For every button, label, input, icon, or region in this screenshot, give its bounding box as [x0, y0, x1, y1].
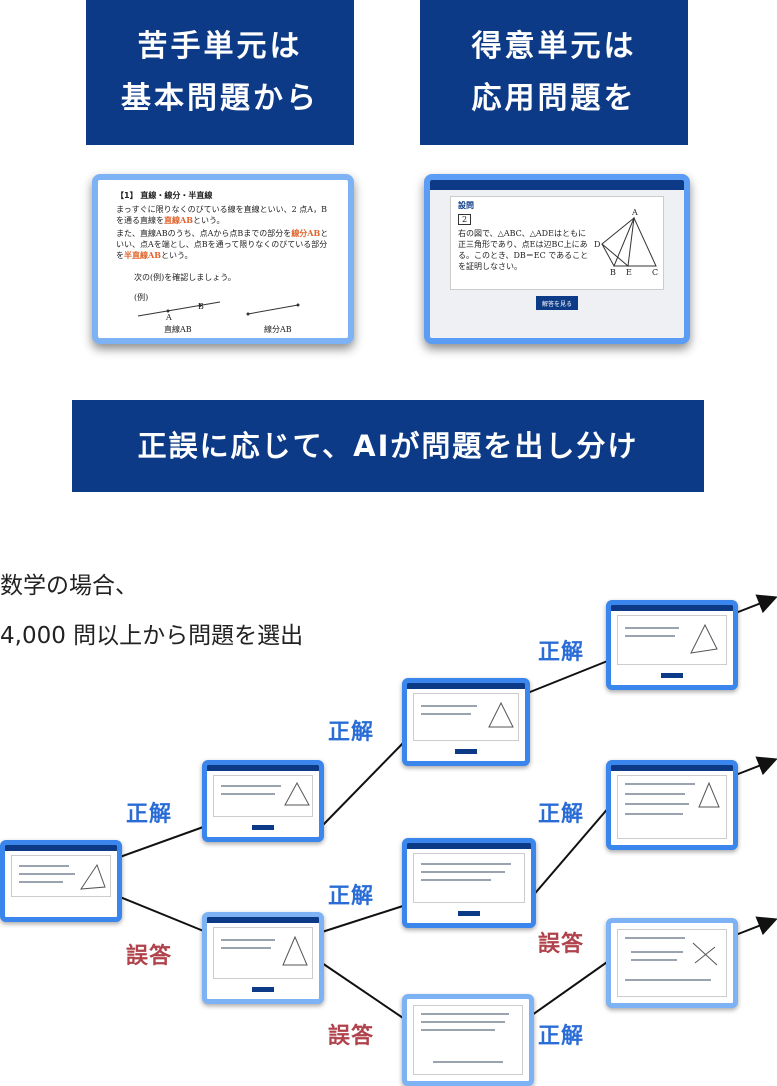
intro-line-2: 4,000 問以上から問題を選出: [0, 623, 304, 649]
label-wrong-3: 誤答: [538, 932, 585, 957]
basic-heading: 【1】 直線・線分・半直線: [116, 191, 213, 200]
caption-line-ab: 直線AB: [164, 325, 192, 334]
flow-node-3-top: [402, 678, 530, 766]
question-tag: 設問: [458, 201, 474, 210]
fig-label-b: B: [610, 268, 616, 277]
weak-header-line2: 基本問題から: [121, 80, 319, 116]
app-header-bar: [430, 180, 684, 190]
show-answer-button[interactable]: 解答を見る: [536, 296, 578, 310]
point-b-label: B: [198, 302, 204, 311]
weak-header-line1: 苦手単元は: [137, 28, 303, 64]
basic-example-label: (例): [134, 293, 149, 302]
fig-label-d: D: [594, 240, 601, 249]
strong-header-line1: 得意単元は: [471, 28, 637, 64]
label-correct-4: 正解: [538, 640, 585, 665]
basic-paragraph-3: 次の(例)を確認しましょう。: [134, 273, 236, 282]
label-correct-2: 正解: [328, 720, 375, 745]
triangle-figure: [601, 216, 657, 267]
banner-text: 正誤に応じて、AIが問題を出し分け: [137, 429, 639, 463]
weak-unit-header: 苦手単元は 基本問題から: [86, 0, 354, 145]
flow-node-4-top: [606, 600, 738, 690]
caption-segment-ab: 線分AB: [264, 325, 292, 334]
basic-paragraph-1: まっすぐに限りなくのびている線を直線といい、2 点A，Bを通る直線を直線ABとい…: [116, 205, 327, 225]
basic-problem-screenshot: 【1】 直線・線分・半直線 まっすぐに限りなくのびている線を直線といい、2 点A…: [92, 174, 354, 344]
label-wrong-1: 誤答: [126, 944, 173, 969]
label-correct-6: 正解: [538, 1024, 585, 1049]
question-card: [450, 196, 664, 290]
flow-node-start: [0, 840, 122, 922]
flow-node-3-middle: [402, 838, 536, 928]
point-a-label: A: [166, 313, 172, 322]
fig-label-c: C: [652, 268, 659, 277]
flow-node-4-bottom: [606, 918, 738, 1008]
flow-node-4-middle: [606, 760, 738, 850]
fig-label-a: A: [632, 208, 638, 217]
label-wrong-2: 誤答: [328, 1024, 375, 1049]
line-diagram: [137, 301, 300, 317]
strong-header-line2: 応用問題を: [471, 80, 637, 116]
fig-label-e: E: [626, 268, 632, 277]
strong-unit-header: 得意単元は 応用問題を: [420, 0, 688, 145]
ai-adaptive-banner: 正誤に応じて、AIが問題を出し分け: [72, 400, 704, 492]
flow-node-3-bottom: [402, 994, 534, 1086]
label-correct-1: 正解: [126, 802, 173, 827]
label-correct-3: 正解: [328, 884, 375, 909]
basic-paragraph-2: また、直線ABのうち、点Aから点Bまでの部分を線分ABといい、点Aを端とし、点B…: [116, 228, 329, 260]
question-number: 2: [458, 214, 472, 225]
flow-node-2-correct: [202, 760, 324, 842]
intro-line-1: 数学の場合、: [0, 573, 138, 599]
applied-problem-screenshot: 設問 2 右の図で、△ABC、△ADEはともに正三角形であり、点Eは辺BC上にあ…: [424, 174, 690, 344]
flow-node-2-wrong: [202, 912, 324, 1004]
question-text: 右の図で、△ABC、△ADEはともに正三角形であり、点Eは辺BC上にある。このと…: [458, 229, 589, 271]
label-correct-5: 正解: [538, 802, 585, 827]
